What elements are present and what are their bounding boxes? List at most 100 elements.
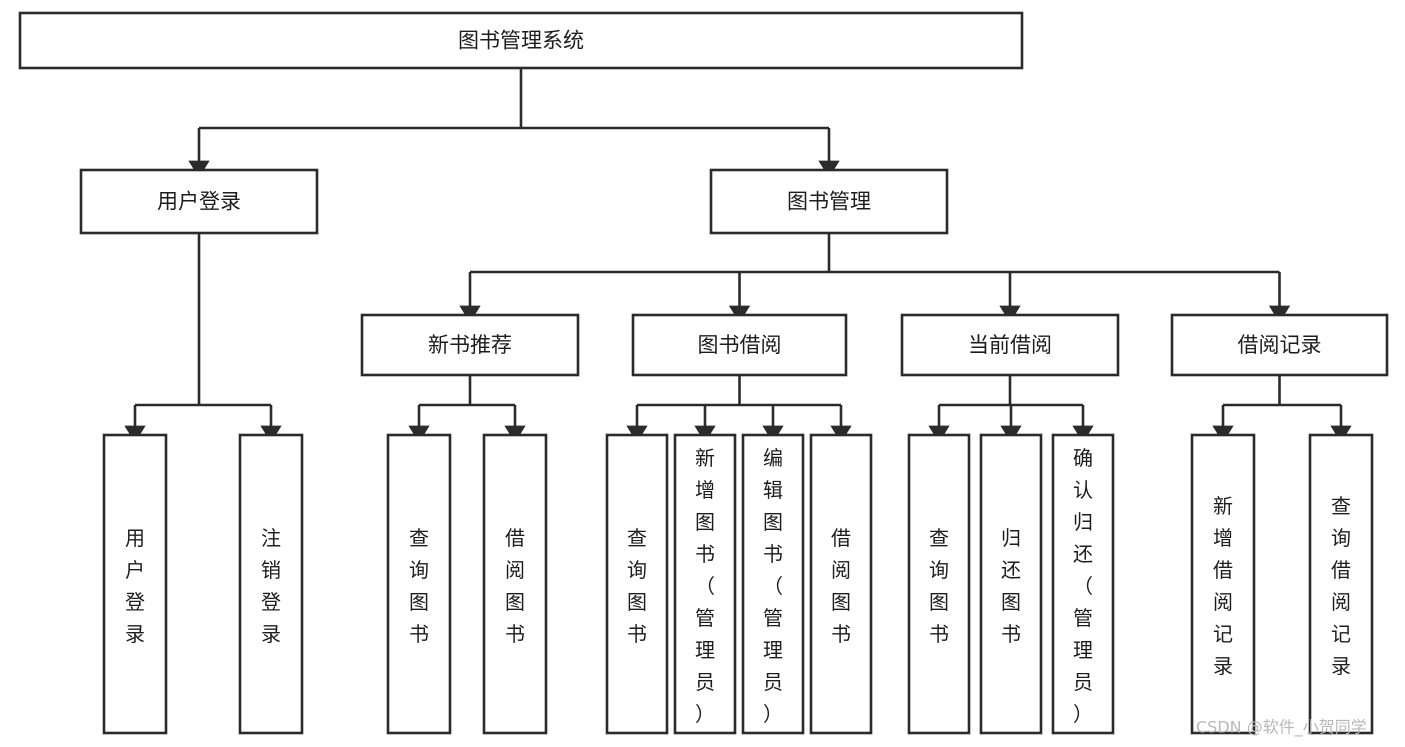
svg-text:新: 新 [695, 446, 715, 470]
node-box-nbr-borrow-book[interactable] [482, 433, 548, 735]
svg-text:员: 员 [763, 670, 783, 694]
svg-text:辑: 辑 [763, 478, 783, 502]
node-box-bb-borrow-book[interactable] [809, 433, 873, 735]
node-box-cb-confirm-return[interactable] [1051, 433, 1115, 735]
svg-text:阅: 阅 [1213, 590, 1233, 614]
node-box-user-login[interactable] [79, 168, 319, 235]
svg-text:确: 确 [1073, 446, 1093, 470]
svg-text:查: 查 [409, 526, 429, 550]
node-box-br-query-record[interactable] [1308, 433, 1374, 735]
svg-text:借: 借 [831, 526, 851, 550]
svg-text:认: 认 [1073, 478, 1093, 502]
svg-text:户: 户 [125, 558, 145, 582]
svg-text:书: 书 [763, 542, 783, 566]
node-box-bb-query-book[interactable] [605, 433, 669, 735]
svg-text:图: 图 [1001, 590, 1021, 614]
svg-text:用: 用 [125, 526, 145, 550]
svg-text:书: 书 [695, 542, 715, 566]
svg-text:书: 书 [929, 622, 949, 646]
svg-text:增: 增 [1213, 526, 1233, 550]
svg-text:员: 员 [1073, 670, 1093, 694]
svg-text:询: 询 [409, 558, 429, 582]
svg-text:询: 询 [1331, 526, 1351, 550]
svg-text:销: 销 [261, 558, 281, 582]
node-box-new-book-recommend[interactable] [360, 313, 580, 377]
svg-text:（: （ [695, 574, 715, 598]
svg-text:录: 录 [1213, 654, 1233, 678]
svg-text:图: 图 [831, 590, 851, 614]
svg-text:还: 还 [1073, 542, 1093, 566]
svg-text:录: 录 [1331, 654, 1351, 678]
svg-text:（: （ [763, 574, 783, 598]
svg-text:理: 理 [1073, 638, 1093, 662]
svg-text:图: 图 [409, 590, 429, 614]
svg-text:查: 查 [627, 526, 647, 550]
connector-layer [124, 68, 1352, 443]
node-label-root: 图书管理系统 [458, 29, 584, 53]
svg-text:阅: 阅 [831, 558, 851, 582]
svg-text:）: ） [1073, 702, 1093, 726]
svg-text:书: 书 [505, 622, 525, 646]
svg-text:阅: 阅 [505, 558, 525, 582]
svg-text:登: 登 [261, 590, 281, 614]
svg-text:询: 询 [929, 558, 949, 582]
svg-text:借: 借 [505, 526, 525, 550]
svg-text:登: 登 [125, 590, 145, 614]
svg-text:借: 借 [1331, 558, 1351, 582]
svg-text:记: 记 [1213, 622, 1233, 646]
node-box-bb-add-book[interactable] [673, 433, 737, 735]
svg-text:查: 查 [929, 526, 949, 550]
svg-text:图: 图 [763, 510, 783, 534]
node-box-nbr-query-book[interactable] [386, 433, 452, 735]
svg-text:图: 图 [929, 590, 949, 614]
node-box-user-logout[interactable] [238, 433, 304, 735]
svg-text:增: 增 [695, 478, 715, 502]
svg-text:管: 管 [695, 606, 715, 630]
csdn-watermark: CSDN @软件_小贺同学 [1196, 718, 1367, 738]
node-box-current-borrow[interactable] [900, 313, 1120, 377]
svg-text:归: 归 [1001, 526, 1021, 550]
svg-text:书: 书 [409, 622, 429, 646]
node-box-br-add-record[interactable] [1190, 433, 1256, 735]
svg-text:编: 编 [763, 446, 783, 470]
svg-text:理: 理 [695, 638, 715, 662]
node-box-bb-edit-book[interactable] [741, 433, 805, 735]
svg-text:借: 借 [1213, 558, 1233, 582]
node-label-user-login: 用户登录 [157, 190, 241, 214]
node-box-borrow-record[interactable] [1170, 313, 1389, 377]
svg-text:阅: 阅 [1331, 590, 1351, 614]
svg-text:归: 归 [1073, 510, 1093, 534]
svg-text:录: 录 [261, 622, 281, 646]
svg-text:员: 员 [695, 670, 715, 694]
svg-text:书: 书 [627, 622, 647, 646]
node-label-book-manage: 图书管理 [787, 190, 871, 214]
node-box-book-manage[interactable] [709, 168, 949, 235]
svg-text:书: 书 [1001, 622, 1021, 646]
node-box-book-borrow[interactable] [631, 313, 848, 377]
node-box-cb-return-book[interactable] [979, 433, 1043, 735]
svg-text:管: 管 [1073, 606, 1093, 630]
svg-text:还: 还 [1001, 558, 1021, 582]
svg-text:理: 理 [763, 638, 783, 662]
svg-text:注: 注 [261, 526, 281, 550]
node-box-root[interactable] [18, 11, 1024, 70]
node-label-new-book-recommend: 新书推荐 [428, 333, 512, 357]
svg-text:新: 新 [1213, 494, 1233, 518]
node-box-user-login-do[interactable] [102, 433, 168, 735]
svg-text:图: 图 [505, 590, 525, 614]
svg-text:记: 记 [1331, 622, 1351, 646]
node-box-cb-query-book[interactable] [907, 433, 971, 735]
node-label-borrow-record: 借阅记录 [1238, 333, 1322, 357]
svg-text:）: ） [763, 702, 783, 726]
